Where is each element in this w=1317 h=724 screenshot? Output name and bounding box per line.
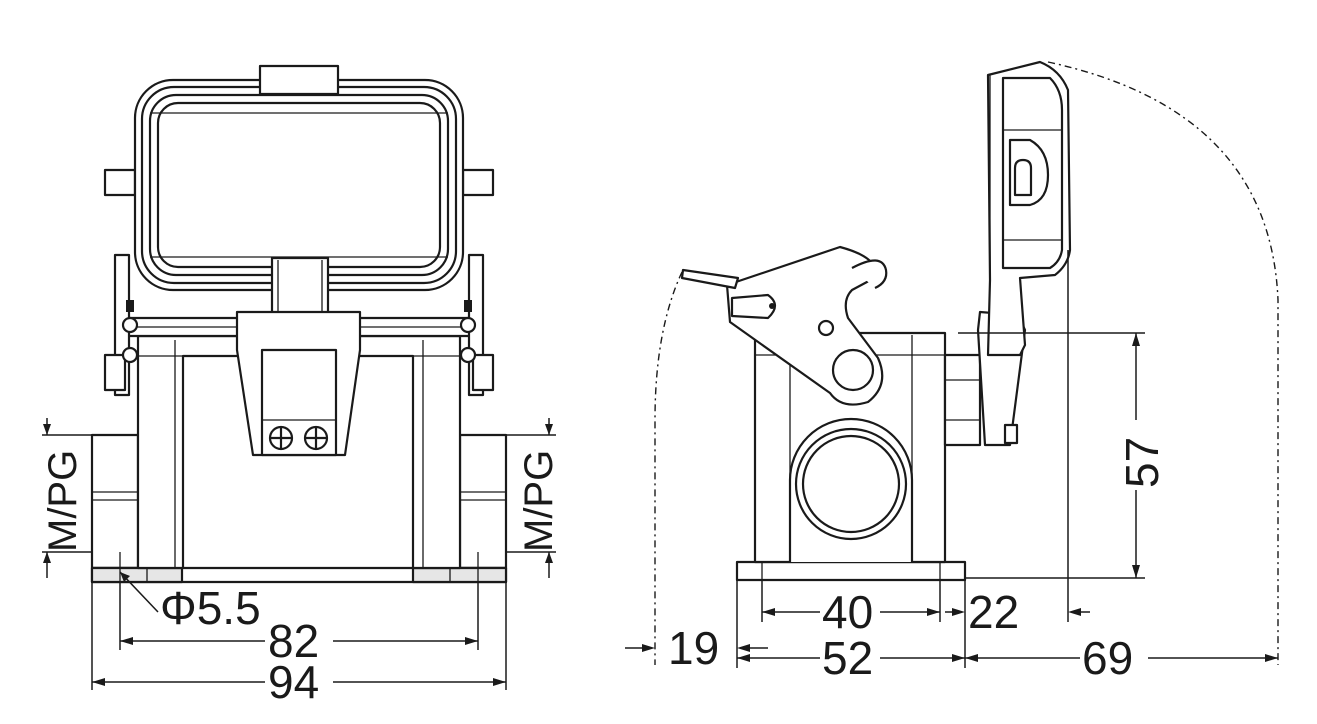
label-base-width: 52: [822, 632, 873, 684]
dim-cable-entry-left: M/PG: [41, 418, 92, 578]
label-height: 57: [1116, 437, 1168, 488]
side-locking-lever: [680, 245, 888, 406]
label-cable-entry-right: M/PG: [517, 450, 561, 552]
label-cable-entry-left: M/PG: [41, 450, 85, 552]
front-center-latch: [235, 256, 362, 457]
label-lid-swing: 69: [1082, 632, 1133, 684]
front-lid: [103, 64, 495, 292]
label-lever-projection: 19: [668, 622, 719, 674]
label-lid-offset: 22: [968, 586, 1019, 638]
lever-swing-arc: [654, 271, 683, 665]
dim-base-width: 52: [736, 580, 966, 684]
left-cable-entry-block: [90, 433, 140, 570]
side-view: 57 40 22 52: [625, 60, 1279, 684]
dim-cable-entry-right: M/PG: [506, 418, 561, 578]
dim-lid-swing: 69: [965, 632, 1278, 684]
dim-height: 57: [958, 332, 1168, 579]
dim-hole-spacing-front: 82: [119, 582, 479, 667]
right-locking-lever: [459, 253, 495, 397]
dim-lid-offset: 22: [945, 250, 1090, 638]
dim-hole-diameter: Φ5.5: [119, 571, 261, 634]
side-cable-entry: [788, 417, 914, 562]
lid-swing-arc: [1047, 61, 1279, 665]
side-open-lid: [986, 60, 1072, 357]
dim-overall-width-front: 94: [91, 582, 507, 708]
front-view: M/PG M/PG Φ5.5 82: [41, 64, 561, 708]
left-locking-lever: [103, 253, 139, 397]
label-hole-diameter: Φ5.5: [160, 582, 261, 634]
dim-hole-spacing-side: 40: [761, 580, 941, 638]
side-base-plate: [735, 560, 967, 582]
label-overall-width-front: 94: [268, 656, 319, 708]
label-hole-spacing-side: 40: [822, 586, 873, 638]
dim-lever-projection: 19: [625, 622, 768, 674]
lid-top-tab: [258, 64, 340, 96]
right-cable-entry-block: [458, 433, 508, 570]
label-hole-spacing-front: 82: [268, 615, 319, 667]
screw-left: [268, 425, 294, 451]
screw-right: [303, 425, 329, 451]
